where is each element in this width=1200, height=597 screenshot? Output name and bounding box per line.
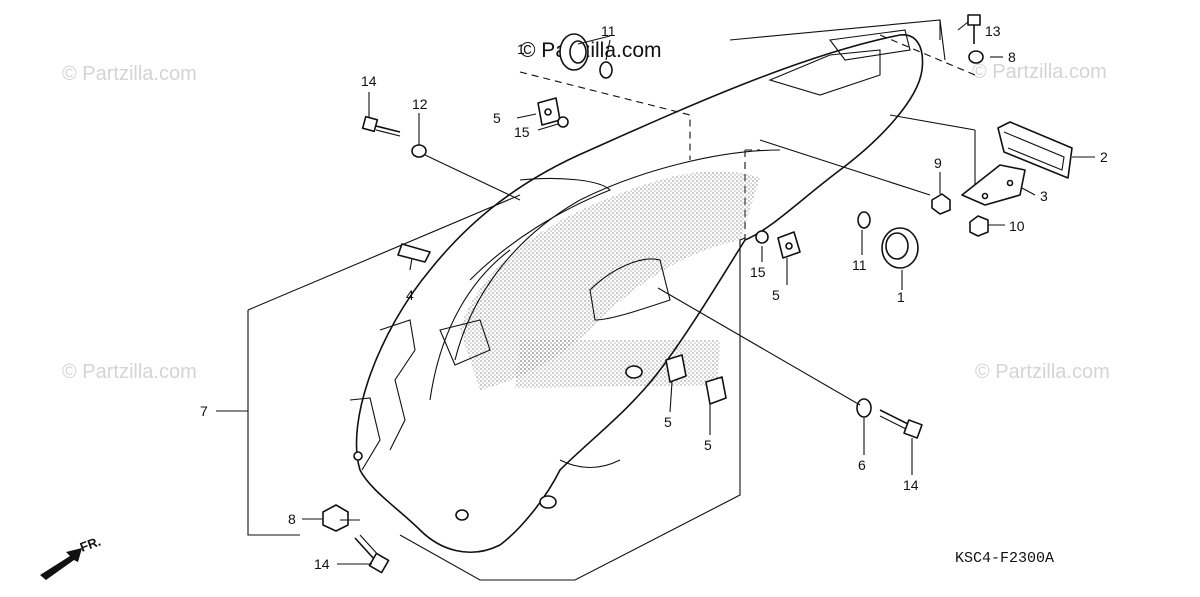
callout-15-top: 15 bbox=[514, 124, 530, 140]
bolt-part-14-right bbox=[879, 409, 923, 439]
washer-part-11-top bbox=[599, 61, 613, 79]
front-direction-arrow bbox=[40, 548, 82, 580]
nut-part-8-bottom bbox=[322, 504, 349, 532]
callout-14-right: 14 bbox=[903, 477, 919, 493]
pad-part-4 bbox=[397, 243, 431, 263]
washer-part-11-mid bbox=[857, 211, 871, 229]
callout-13: 13 bbox=[985, 23, 1001, 39]
callout-8-bottom: 8 bbox=[288, 511, 296, 527]
bolt-part-14-bottom bbox=[354, 534, 390, 574]
nut-part-15-top bbox=[557, 116, 569, 128]
assembly-frame bbox=[247, 19, 976, 581]
callout-8-top: 8 bbox=[1008, 49, 1016, 65]
callout-15-mid: 15 bbox=[750, 264, 766, 280]
callout-1-top: 1 bbox=[517, 41, 525, 57]
callout-14-left: 14 bbox=[361, 73, 377, 89]
clip-part-5-top bbox=[537, 97, 561, 126]
grommet-part-1-mid bbox=[881, 227, 919, 269]
callout-4: 4 bbox=[406, 287, 414, 303]
callouts: 1 11 5 15 14 12 4 7 8 14 13 8 2 3 9 10 1… bbox=[200, 23, 1108, 572]
grommet-part-1-top bbox=[559, 33, 589, 71]
washer-part-6 bbox=[856, 398, 872, 418]
reflector-part-2 bbox=[997, 121, 1073, 179]
callout-3: 3 bbox=[1040, 188, 1048, 204]
diagram-code: KSC4-F2300A bbox=[955, 550, 1054, 567]
callout-7: 7 bbox=[200, 403, 208, 419]
nut-part-9 bbox=[931, 193, 951, 215]
bolt-part-13 bbox=[967, 14, 981, 44]
callout-14-bottom: 14 bbox=[314, 556, 330, 572]
callout-5-top: 5 bbox=[493, 110, 501, 126]
clip-part-5-lower-b bbox=[705, 376, 727, 405]
callout-9: 9 bbox=[934, 155, 942, 171]
callout-5-mid: 5 bbox=[772, 287, 780, 303]
bracket-part-3 bbox=[961, 164, 1026, 206]
watermark-top-center: © Partzilla.com bbox=[520, 39, 662, 62]
clip-part-5-lower-a bbox=[665, 354, 687, 383]
callout-10: 10 bbox=[1009, 218, 1025, 234]
washer-part-12 bbox=[411, 144, 427, 158]
callout-5-lower-a: 5 bbox=[664, 414, 672, 430]
callout-2: 2 bbox=[1100, 149, 1108, 165]
watermark-top-right: © Partzilla.com bbox=[972, 61, 1107, 83]
callout-1: 1 bbox=[897, 289, 905, 305]
clip-part-5-mid bbox=[777, 231, 801, 259]
nut-part-15-mid bbox=[755, 230, 769, 244]
front-direction-label: FR. bbox=[78, 534, 103, 555]
callout-6: 6 bbox=[858, 457, 866, 473]
callout-5-lower-b: 5 bbox=[704, 437, 712, 453]
rear-fender bbox=[349, 29, 924, 553]
bolt-part-14-left bbox=[361, 115, 401, 137]
callout-11-top: 11 bbox=[601, 23, 616, 39]
callout-11-mid: 11 bbox=[852, 257, 867, 273]
watermark-mid-left: © Partzilla.com bbox=[62, 361, 197, 383]
callout-12: 12 bbox=[412, 96, 428, 112]
watermark-mid-right: © Partzilla.com bbox=[975, 361, 1110, 383]
washer-part-8-top bbox=[968, 50, 984, 64]
watermark-top-left: © Partzilla.com bbox=[62, 63, 197, 85]
leader-lines bbox=[216, 21, 1095, 565]
nut-part-10 bbox=[969, 215, 989, 237]
